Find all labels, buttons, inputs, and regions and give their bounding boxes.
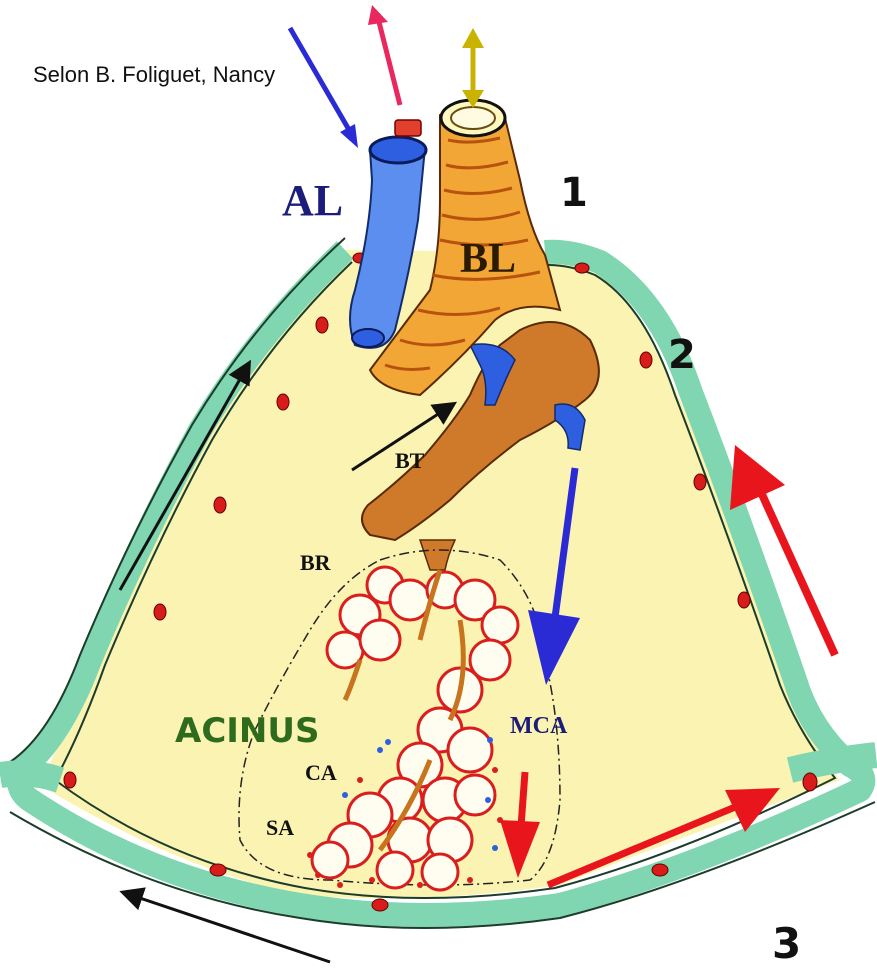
septum-vessel bbox=[694, 474, 706, 490]
bronchus-lumen-inner bbox=[451, 107, 495, 129]
label-mca: MCA bbox=[510, 713, 568, 739]
label-acinus: ACINUS bbox=[175, 711, 319, 751]
septum-vessel bbox=[575, 263, 589, 273]
arrow-yellow-bidirectional bbox=[462, 28, 484, 108]
label-br: BR bbox=[300, 550, 332, 575]
septum-vessel bbox=[154, 604, 166, 620]
label-bl: BL bbox=[460, 236, 516, 282]
label-bt: BT bbox=[395, 448, 425, 473]
label-sa: SA bbox=[266, 815, 294, 840]
septum-vessel bbox=[640, 352, 652, 368]
arrow-blue-inflow bbox=[290, 28, 358, 148]
septum-vessel bbox=[210, 864, 226, 876]
label-number-2: 2 bbox=[668, 332, 696, 378]
septum-left-extension bbox=[0, 773, 60, 780]
label-al: AL bbox=[282, 176, 343, 225]
artery-end bbox=[352, 329, 384, 347]
septum-vessel bbox=[316, 317, 328, 333]
septum-right-extension bbox=[790, 755, 876, 770]
septum-vessel bbox=[803, 773, 817, 791]
label-number-3: 3 bbox=[772, 919, 801, 968]
septum-vessel bbox=[277, 394, 289, 410]
label-number-1: 1 bbox=[560, 170, 588, 216]
septum-vessel bbox=[738, 592, 750, 608]
label-ca: CA bbox=[305, 760, 337, 785]
arrow-pink-outflow bbox=[368, 5, 400, 105]
septum-vessel bbox=[64, 772, 76, 788]
lymphatic-stub bbox=[395, 120, 421, 136]
septum-vessel bbox=[214, 497, 226, 513]
septum-vessel bbox=[652, 864, 668, 876]
artery-lumen bbox=[370, 137, 426, 163]
septum-vessel bbox=[372, 899, 388, 911]
